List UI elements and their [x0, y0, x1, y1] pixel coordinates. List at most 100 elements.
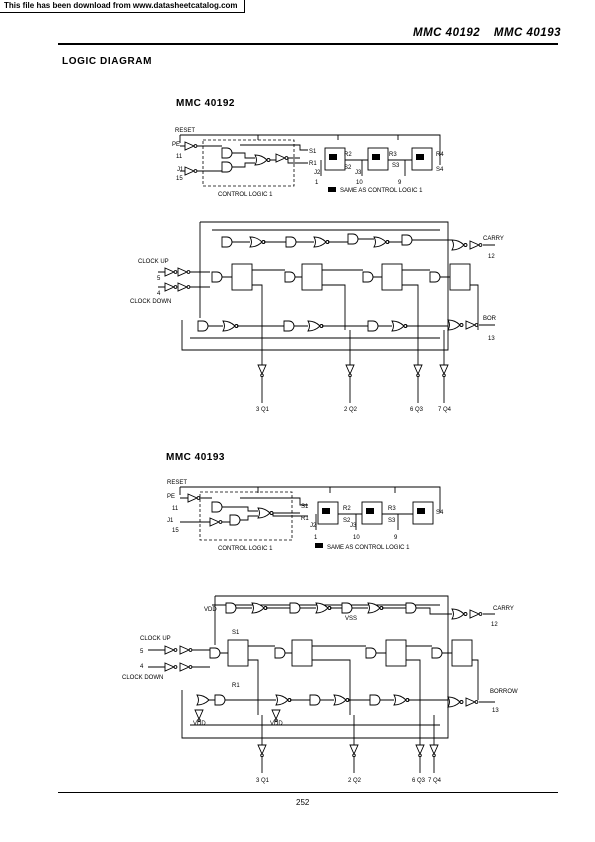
diagram2-title: MMC 40193	[166, 452, 225, 463]
d1-q3-buffer	[413, 364, 423, 378]
d2-control-logic-label: CONTROL LOGIC 1	[218, 546, 273, 552]
d2-pin12: 12	[491, 622, 498, 628]
d2-r3: R3	[388, 506, 396, 512]
d2-clk-up-buf1	[164, 645, 178, 655]
d2-ff1-s1: S1	[232, 630, 240, 636]
d2-clk-dn-buf2	[179, 662, 193, 672]
d2-gate-a2	[251, 602, 268, 614]
d1-clk-dn-buf2	[177, 282, 191, 292]
d2-gate-b1	[209, 647, 221, 659]
d1-pe-label: PE	[172, 142, 180, 148]
d1-flipflop-2	[301, 263, 323, 291]
d1-flipflop-4	[449, 263, 471, 291]
diagram1: RESET PE 11 15 J1 S1 R1 CONTROL LOGIC 1 …	[130, 128, 504, 413]
d2-r1: R1	[301, 516, 309, 522]
d1-s4: S4	[436, 167, 444, 173]
d2-flipflop-3	[385, 639, 407, 667]
d2-pe-label: PE	[167, 494, 175, 500]
d1-reset-label: RESET	[175, 128, 195, 134]
d1-pin15: 15	[176, 176, 183, 182]
section-title: LOGIC DIAGRAM	[62, 56, 153, 67]
d1-out-q1: 3 Q1	[256, 407, 270, 413]
d1-gate-a7	[401, 234, 413, 246]
d2-vdd-left: VDD	[193, 721, 206, 727]
d1-j1: J1	[177, 167, 184, 173]
page-number: 252	[296, 798, 310, 807]
d2-s2: S2	[343, 518, 351, 524]
d2-pin4: 4	[140, 664, 144, 670]
d1-borrow-buffer	[465, 320, 479, 330]
d2-clk-dn-buf1	[164, 662, 178, 672]
d2-j1-buffer	[209, 517, 223, 527]
d1-j1-buffer	[184, 166, 198, 176]
d1-s3: S3	[392, 163, 400, 169]
d2-pin5: 5	[140, 649, 144, 655]
d2-j1: J1	[167, 518, 174, 524]
d1-r1: R1	[309, 161, 317, 167]
d2-q3-buffer	[415, 744, 425, 758]
d2-flipflop-2	[291, 639, 313, 667]
d2-carry-gate	[451, 608, 468, 620]
d1-logic-block-4	[411, 147, 433, 171]
d2-gate-a5	[341, 602, 353, 614]
d2-q2-buffer	[349, 744, 359, 758]
d2-borrow-gate	[447, 696, 464, 708]
d2-pin11: 11	[172, 506, 179, 512]
d2-gate-c5	[333, 694, 350, 706]
d1-j2: J2	[314, 170, 321, 176]
d2-ff1-r1: R1	[232, 683, 240, 689]
d2-pin13: 13	[492, 708, 499, 714]
header-part-40193: MMC 40193	[493, 27, 561, 39]
d1-pin12: 12	[488, 254, 495, 260]
d2-clk-up-buf2	[179, 645, 193, 655]
d2-borrow-label: BORROW	[490, 689, 518, 695]
d1-carry-gate	[451, 239, 468, 251]
d1-carry-buffer	[469, 240, 483, 250]
d2-gate-c6	[369, 694, 381, 706]
d1-s1: S1	[309, 149, 317, 155]
d1-same-as-label: SAME AS CONTROL LOGIC 1	[340, 188, 423, 194]
d1-cl-and1	[221, 147, 233, 159]
d2-gate-b2	[274, 647, 286, 659]
d2-pin1: 1	[314, 535, 318, 541]
d2-s4: S4	[436, 510, 444, 516]
d1-j3: J3	[355, 170, 362, 176]
download-banner[interactable]: This file has been download from www.dat…	[0, 0, 245, 13]
d1-gate-c5	[367, 320, 379, 332]
d2-gate-c7	[393, 694, 410, 706]
d1-gate-a6	[373, 236, 390, 248]
d1-clock-down-label: CLOCK DOWN	[130, 299, 171, 305]
d1-gate-c6	[391, 320, 408, 332]
d1-q1-buffer	[257, 364, 267, 378]
d1-gate-b1	[211, 271, 223, 283]
d2-flipflop-4	[451, 639, 473, 667]
d1-gate-c4	[307, 320, 324, 332]
d1-gate-b4	[429, 271, 441, 283]
d2-gate-a1	[225, 602, 237, 614]
d2-same-as-label: SAME AS CONTROL LOGIC 1	[327, 545, 410, 551]
d1-control-logic-label: CONTROL LOGIC 1	[218, 192, 273, 198]
d1-r2: R2	[344, 152, 352, 158]
d2-s1: S1	[301, 504, 309, 510]
d2-q1-buffer	[257, 744, 267, 758]
page-header: MMC 40192 MMC 40193	[403, 27, 561, 39]
d2-carry-label: CARRY	[493, 606, 514, 612]
d1-logic-block-2	[324, 147, 346, 171]
d1-clock-up-label: CLOCK UP	[138, 259, 169, 265]
d1-flipflop-3	[381, 263, 403, 291]
footer-rule	[58, 792, 558, 793]
header-rule	[58, 43, 558, 45]
d1-gate-a1	[221, 236, 233, 248]
d1-borrow-gate	[447, 319, 464, 331]
d2-borrow-buffer	[465, 697, 479, 707]
d1-cl-inv	[275, 153, 289, 163]
d1-logic-block-3	[367, 147, 389, 171]
d1-pin10: 10	[356, 180, 363, 186]
d2-gate-c2	[214, 694, 226, 706]
d2-logic-block-2	[317, 501, 339, 525]
d1-pin5: 5	[157, 276, 161, 282]
d1-gate-c2	[222, 320, 239, 332]
d2-gate-a4	[315, 602, 332, 614]
d1-control-logic-box	[202, 139, 295, 187]
